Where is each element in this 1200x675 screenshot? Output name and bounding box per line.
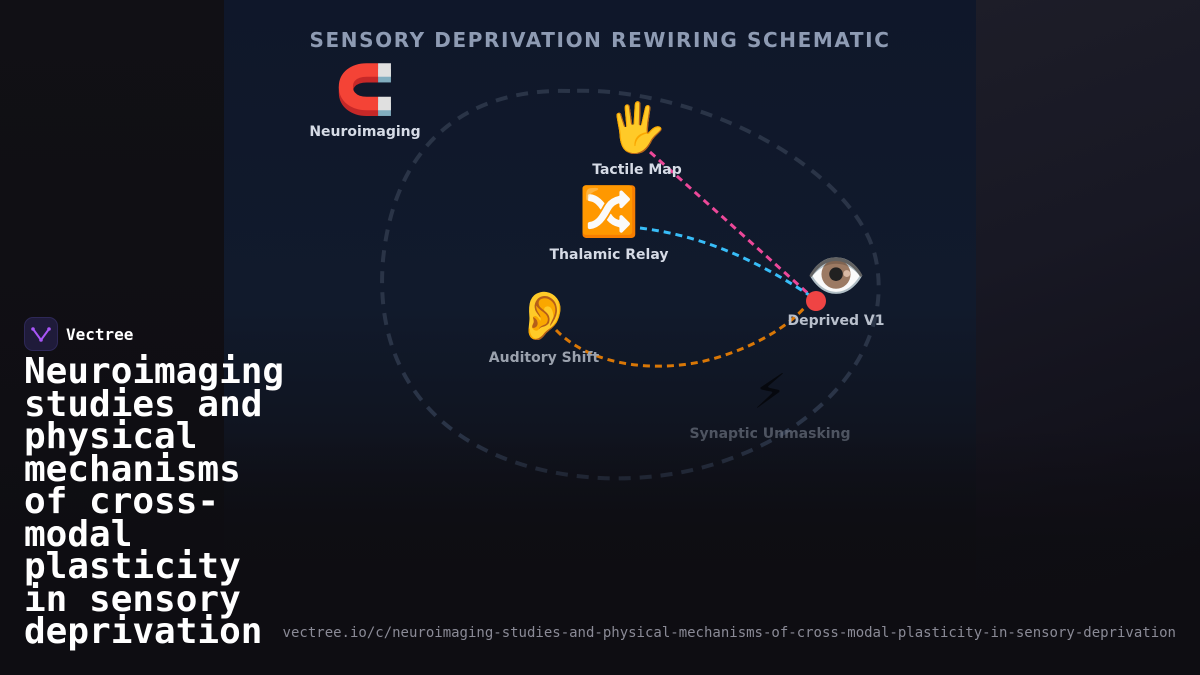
hand-icon: 🖐 — [607, 99, 667, 158]
node-label-tactile-map: Tactile Map — [592, 162, 682, 178]
magnet-icon: 🧲 — [335, 62, 395, 117]
eye-icon: 👁️ — [806, 250, 866, 303]
node-deprived-v1[interactable]: 👁️ Deprived V1 — [788, 250, 885, 329]
ear-icon: 👂 — [514, 288, 574, 343]
shuffle-icon: 🔀 — [579, 184, 639, 239]
deprived-v1-hub — [806, 291, 826, 311]
bottom-fade — [0, 430, 1200, 675]
diagram-title: SENSORY DEPRIVATION REWIRING SCHEMATIC — [309, 28, 891, 52]
node-tactile-map[interactable]: 🖐 Tactile Map — [592, 99, 682, 178]
lightning-icon: ⚡ — [753, 366, 787, 419]
node-label-thalamic-relay: Thalamic Relay — [550, 247, 669, 263]
node-label-neuroimaging: Neuroimaging — [309, 124, 420, 140]
headline: Neuroimaging studies and physical mechan… — [24, 351, 285, 652]
node-thalamic-relay[interactable]: 🔀 Thalamic Relay — [550, 184, 669, 263]
node-auditory-shift[interactable]: 👂 Auditory Shift — [489, 288, 600, 366]
edge-auditory-to-v1 — [554, 305, 808, 368]
node-label-deprived-v1: Deprived V1 — [788, 313, 885, 329]
vectree-logo-icon — [24, 317, 58, 351]
page-url[interactable]: vectree.io/c/neuroimaging-studies-and-ph… — [282, 625, 1176, 641]
node-neuroimaging[interactable]: 🧲 Neuroimaging — [309, 62, 420, 140]
edge-tactile-to-v1 — [648, 150, 814, 299]
brand-name: Vectree — [66, 324, 134, 344]
boundary-loop — [380, 88, 881, 481]
brand[interactable]: Vectree — [24, 317, 133, 351]
node-label-auditory-shift: Auditory Shift — [489, 350, 600, 366]
